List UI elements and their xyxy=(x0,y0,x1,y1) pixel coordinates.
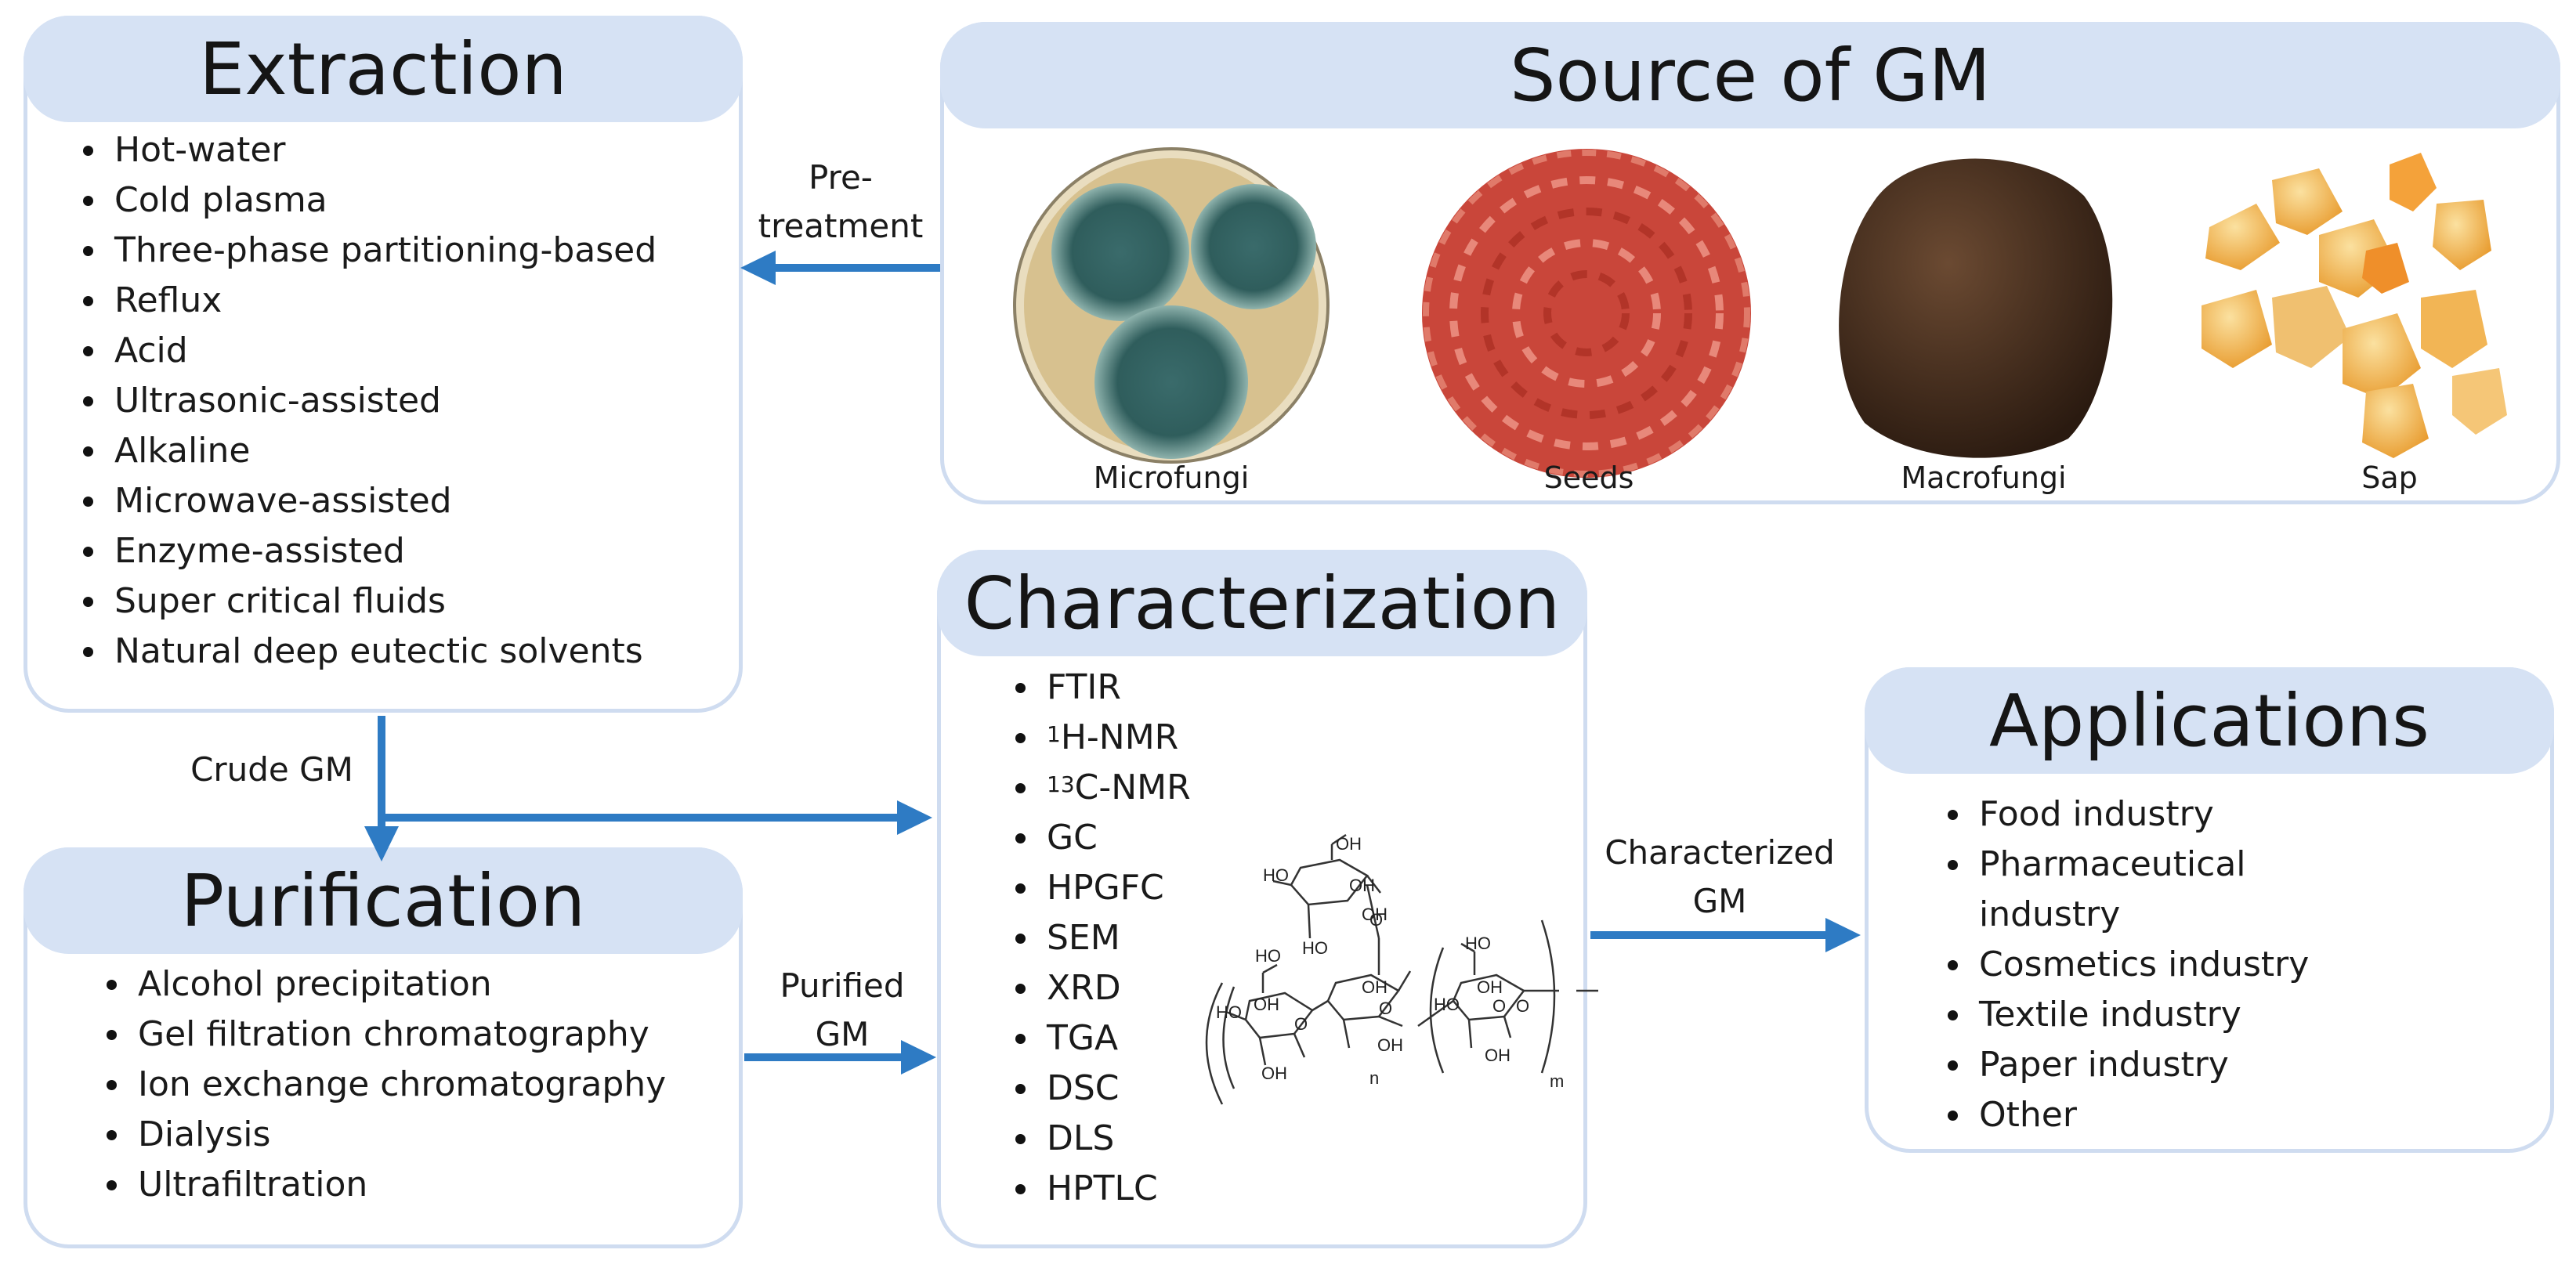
list-item: Dialysis xyxy=(102,1110,666,1160)
petri-dish-culture-image xyxy=(1013,147,1330,464)
purified-arrowhead xyxy=(901,1040,936,1075)
list-item: TGA xyxy=(1011,1013,1191,1064)
pretreatment-label: Pre- treatment xyxy=(751,154,931,251)
characterized-line-1: Characterized xyxy=(1605,833,1835,872)
list-item: Ion exchange chromatography xyxy=(102,1060,666,1110)
label-o-3: O xyxy=(1379,999,1392,1018)
label-oh-9: OH xyxy=(1485,1046,1511,1065)
crude-branch-arrowhead xyxy=(897,800,932,835)
label-oh-6: OH xyxy=(1362,977,1387,997)
list-item: Hot-water xyxy=(78,125,657,175)
applications-title: Applications xyxy=(1865,667,2554,774)
list-item: DLS xyxy=(1011,1114,1191,1164)
list-item: Enzyme-assisted xyxy=(78,526,657,576)
list-item: Pharmaceutical industry xyxy=(1943,840,2292,940)
source-label-seeds: Seeds xyxy=(1543,461,1634,495)
characterized-gm-label: Characterized GM xyxy=(1590,829,1849,926)
applications-list: Food industry Pharmaceutical industry Co… xyxy=(1943,789,2491,1140)
list-item: Acid xyxy=(78,326,657,376)
characterized-line-2: GM xyxy=(1692,882,1747,920)
label-ho-2: HO xyxy=(1302,938,1328,958)
source-title: Source of GM xyxy=(940,22,2560,128)
crude-arrowhead xyxy=(364,826,399,861)
label-ho-4: HO xyxy=(1216,1002,1242,1022)
red-seeds-pile-image xyxy=(1422,149,1751,478)
source-label-macrofungi: Macrofungi xyxy=(1901,461,2067,495)
c-nmr-label: C-NMR xyxy=(1074,768,1191,807)
list-item: Super critical fluids xyxy=(78,576,657,627)
purified-gm-label: Purified GM xyxy=(752,962,932,1059)
list-item: 1H-NMR xyxy=(1011,713,1191,763)
label-o-4: O xyxy=(1492,996,1506,1016)
label-ho-5: HO xyxy=(1465,934,1491,953)
list-item: Cold plasma xyxy=(78,175,657,226)
list-item: Ultrasonic-assisted xyxy=(78,376,657,426)
tuber-fungus-image xyxy=(1839,158,2113,458)
characterization-list: FTIR 1H-NMR 13C-NMR GC HPGFC SEM XRD TGA… xyxy=(1011,663,1191,1214)
extraction-title: Extraction xyxy=(24,16,743,122)
list-item: Natural deep eutectic solvents xyxy=(78,627,657,677)
superscript-13: 13 xyxy=(1047,771,1075,797)
list-item: Ultrafiltration xyxy=(102,1160,666,1210)
label-o-1: O xyxy=(1369,910,1383,930)
label-ho-6: HO xyxy=(1434,995,1460,1014)
list-item: HPTLC xyxy=(1011,1164,1191,1214)
list-item: Alcohol precipitation xyxy=(102,959,666,1010)
purification-list: Alcohol precipitation Gel filtration chr… xyxy=(102,959,666,1210)
superscript-1: 1 xyxy=(1047,721,1061,747)
label-oh-5: OH xyxy=(1261,1064,1287,1083)
list-item: Alkaline xyxy=(78,426,657,476)
label-ho-1: HO xyxy=(1263,865,1289,885)
source-label-sap: Sap xyxy=(2361,461,2418,495)
label-n: n xyxy=(1369,1068,1379,1088)
list-item: Food industry xyxy=(1943,789,2491,840)
list-item: Textile industry xyxy=(1943,990,2491,1040)
crude-gm-label: Crude GM xyxy=(190,750,353,789)
label-oh-7: OH xyxy=(1377,1035,1403,1055)
label-oh-4: OH xyxy=(1254,995,1279,1014)
list-item: Paper industry xyxy=(1943,1040,2491,1090)
pretreatment-line-2: treatment xyxy=(758,207,924,245)
purified-line-1: Purified xyxy=(780,966,905,1005)
list-item: Gel filtration chromatography xyxy=(102,1010,666,1060)
list-item: Cosmetics industry xyxy=(1943,940,2491,990)
list-item: Three-phase partitioning-based xyxy=(78,226,657,276)
label-oh-2: OH xyxy=(1349,876,1375,895)
characterization-title: Characterization xyxy=(937,550,1587,656)
list-item: Microwave-assisted xyxy=(78,476,657,526)
pretreatment-line-1: Pre- xyxy=(809,158,873,197)
extraction-list: Hot-water Cold plasma Three-phase partit… xyxy=(78,125,657,677)
extraction-panel xyxy=(24,16,743,713)
list-item: Other xyxy=(1943,1090,2491,1140)
purification-title: Purification xyxy=(24,847,743,954)
h-nmr-label: H-NMR xyxy=(1060,717,1179,757)
purified-line-2: GM xyxy=(815,1015,870,1053)
list-item: GC xyxy=(1011,813,1191,863)
pretreatment-arrowhead xyxy=(740,251,776,285)
amber-gum-crystals-image xyxy=(2202,153,2507,458)
list-item: DSC xyxy=(1011,1064,1191,1114)
list-item: FTIR xyxy=(1011,663,1191,713)
source-label-microfungi: Microfungi xyxy=(1093,461,1250,495)
list-item: HPGFC xyxy=(1011,863,1191,913)
list-item: 13C-NMR xyxy=(1011,763,1191,813)
label-m: m xyxy=(1550,1071,1564,1091)
label-oh-8: OH xyxy=(1477,977,1503,997)
label-oh-1: OH xyxy=(1336,834,1362,854)
list-item: XRD xyxy=(1011,963,1191,1013)
characterization-panel xyxy=(937,550,1587,1248)
label-o-5: O xyxy=(1516,996,1529,1016)
characterized-arrowhead xyxy=(1825,918,1861,952)
list-item: Reflux xyxy=(78,276,657,326)
list-item: SEM xyxy=(1011,913,1191,963)
label-oh-3: OH xyxy=(1362,905,1387,924)
label-ho-3: HO xyxy=(1255,946,1281,966)
label-o-2: O xyxy=(1294,1014,1308,1034)
